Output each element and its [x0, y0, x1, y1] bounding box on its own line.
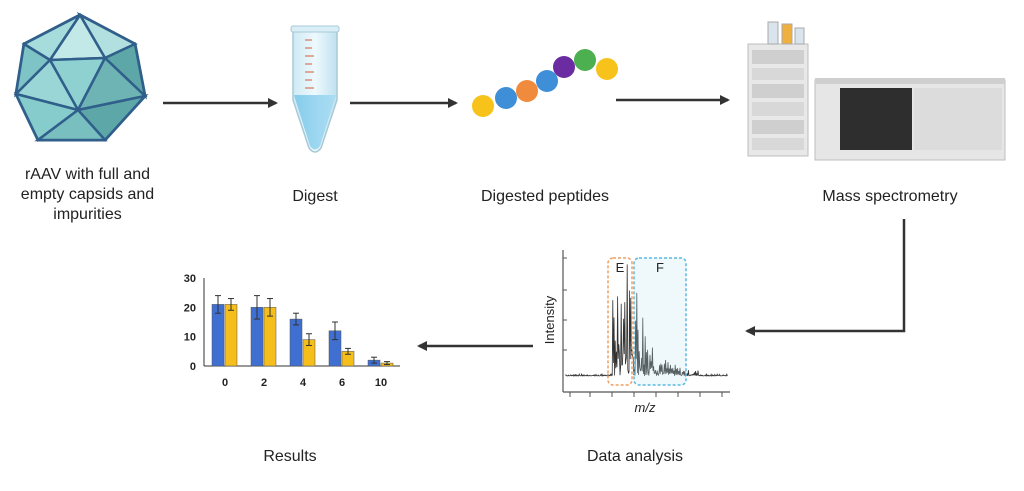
x-tick-label: 0: [222, 377, 228, 389]
peptide-bead: [596, 58, 618, 80]
y-tick-label: 20: [184, 302, 196, 314]
x-tick-label: 2: [261, 377, 267, 389]
y-tick-label: 10: [184, 332, 196, 344]
y-tick-label: 30: [184, 273, 196, 285]
x-tick-label: 4: [300, 377, 307, 389]
peptides-icon: [472, 49, 618, 117]
peptide-bead: [536, 70, 558, 92]
x-tick-label: 10: [375, 377, 387, 389]
peptide-bead: [516, 80, 538, 102]
step-label-ms: Mass spectrometry: [822, 188, 958, 205]
step-label-peptides: Digested peptides: [480, 188, 610, 205]
flow-arrows: [163, 95, 906, 351]
x-tick-label: 6: [339, 377, 345, 389]
region-f-label: F: [656, 260, 664, 275]
tube-icon: [290, 25, 340, 153]
region-e-label: E: [616, 260, 625, 275]
results-chart: 0 10 20 30 0 2 4 6 10: [184, 273, 400, 389]
spectrum-xlabel: m/z: [635, 400, 656, 415]
bar: [289, 318, 303, 367]
step-label-analysis: Data analysis: [586, 448, 684, 465]
spectrum-ylabel: Intensity: [542, 295, 557, 344]
peptide-bead: [553, 56, 575, 78]
capsid-icon: [13, 11, 149, 142]
peptide-bead: [574, 49, 596, 71]
step-label-digest: Digest: [292, 188, 338, 205]
step-label-raav: rAAV with full and empty capsids and imp…: [20, 166, 155, 223]
peptide-bead: [495, 87, 517, 109]
bar: [224, 304, 238, 367]
region-f-box: [633, 257, 687, 386]
peptide-bead: [472, 95, 494, 117]
spectrum-plot: E F Intensity m/z: [542, 250, 730, 415]
mass-spectrometer-icon: [747, 21, 1006, 161]
arrow-ms-to-analysis: [745, 219, 906, 336]
region-e-box: [607, 257, 633, 386]
y-tick-label: 0: [190, 361, 196, 373]
step-label-results: Results: [263, 448, 317, 465]
